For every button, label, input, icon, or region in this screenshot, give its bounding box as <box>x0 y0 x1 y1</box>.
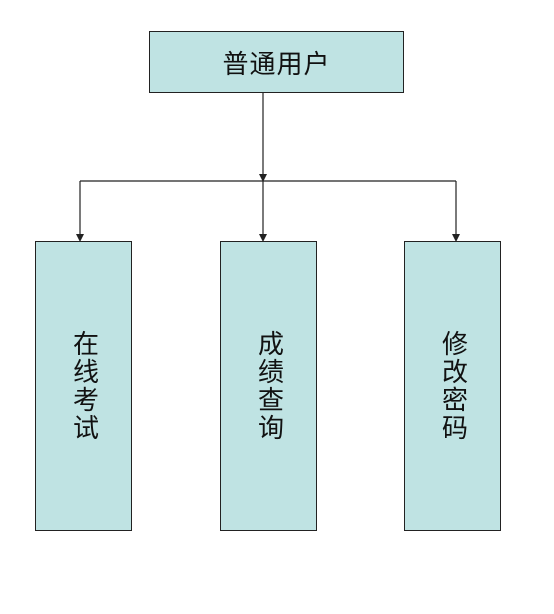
root-node-label: 普通用户 <box>222 49 331 80</box>
root-node: 普通用户 <box>149 31 404 93</box>
child-node-online-exam: 在线考试 <box>35 241 132 531</box>
child-node-score-query: 成绩查询 <box>220 241 317 531</box>
child-node-label: 修改密码 <box>437 330 468 442</box>
child-node-label: 在线考试 <box>68 330 99 442</box>
child-node-label: 成绩查询 <box>253 330 284 442</box>
child-node-change-password: 修改密码 <box>404 241 501 531</box>
